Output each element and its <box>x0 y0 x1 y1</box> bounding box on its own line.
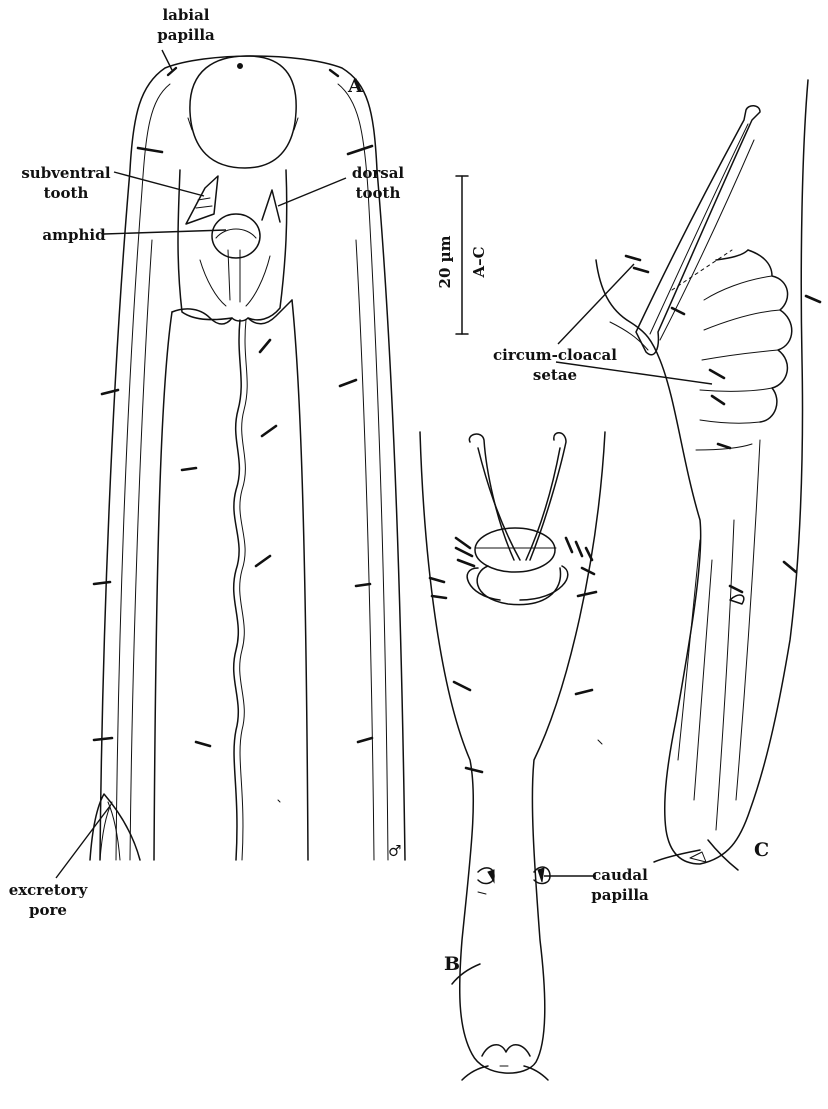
label-line: setae <box>533 366 577 384</box>
svg-text:subventral: subventral <box>21 164 111 182</box>
svg-text:excretory: excretory <box>9 881 89 899</box>
svg-text:circum-cloacal: circum-cloacal <box>493 346 617 364</box>
scale-bar: 20 µm A–C <box>436 176 488 334</box>
label-caudal-papilla: caudal papilla <box>544 866 649 904</box>
label-line: dorsal <box>352 164 405 182</box>
svg-text:papilla: papilla <box>591 886 649 904</box>
label-line: amphid <box>42 226 106 244</box>
label-line: subventral <box>21 164 111 182</box>
label-line: papilla <box>157 26 215 44</box>
label-dorsal-tooth: dorsal tooth <box>278 164 404 206</box>
label-line: tooth <box>356 184 401 202</box>
panel-label-b: B <box>444 953 460 975</box>
svg-text:pore: pore <box>29 901 67 919</box>
svg-text:papilla: papilla <box>157 26 215 44</box>
label-amphid: amphid <box>42 226 226 244</box>
label-labial-papilla: labial papilla <box>157 6 215 70</box>
svg-text:caudal: caudal <box>592 866 648 884</box>
label-circum-cloacal-setae: circum-cloacal setae <box>493 264 712 384</box>
panel-b-tail-drawing <box>420 432 605 1080</box>
panel-label-a: A <box>347 75 363 97</box>
svg-text:labial: labial <box>162 6 209 24</box>
label-line: labial <box>162 6 209 24</box>
svg-text:tooth: tooth <box>44 184 89 202</box>
scale-bar-value: 20 µm <box>436 235 454 288</box>
label-line: tooth <box>44 184 89 202</box>
label-line: excretory <box>9 881 89 899</box>
panel-label-c: C <box>754 839 769 861</box>
svg-text:tooth: tooth <box>356 184 401 202</box>
panel-c-tail-drawing <box>596 80 820 870</box>
scale-bar-panels: A–C <box>470 246 488 278</box>
svg-text:dorsal: dorsal <box>352 164 405 182</box>
label-line: papilla <box>591 886 649 904</box>
label-line: caudal <box>592 866 648 884</box>
label-subventral-tooth: subventral tooth <box>21 164 204 202</box>
label-line: pore <box>29 901 67 919</box>
male-symbol: ♂ <box>388 842 401 860</box>
label-line: circum-cloacal <box>493 346 617 364</box>
svg-text:setae: setae <box>533 366 577 384</box>
